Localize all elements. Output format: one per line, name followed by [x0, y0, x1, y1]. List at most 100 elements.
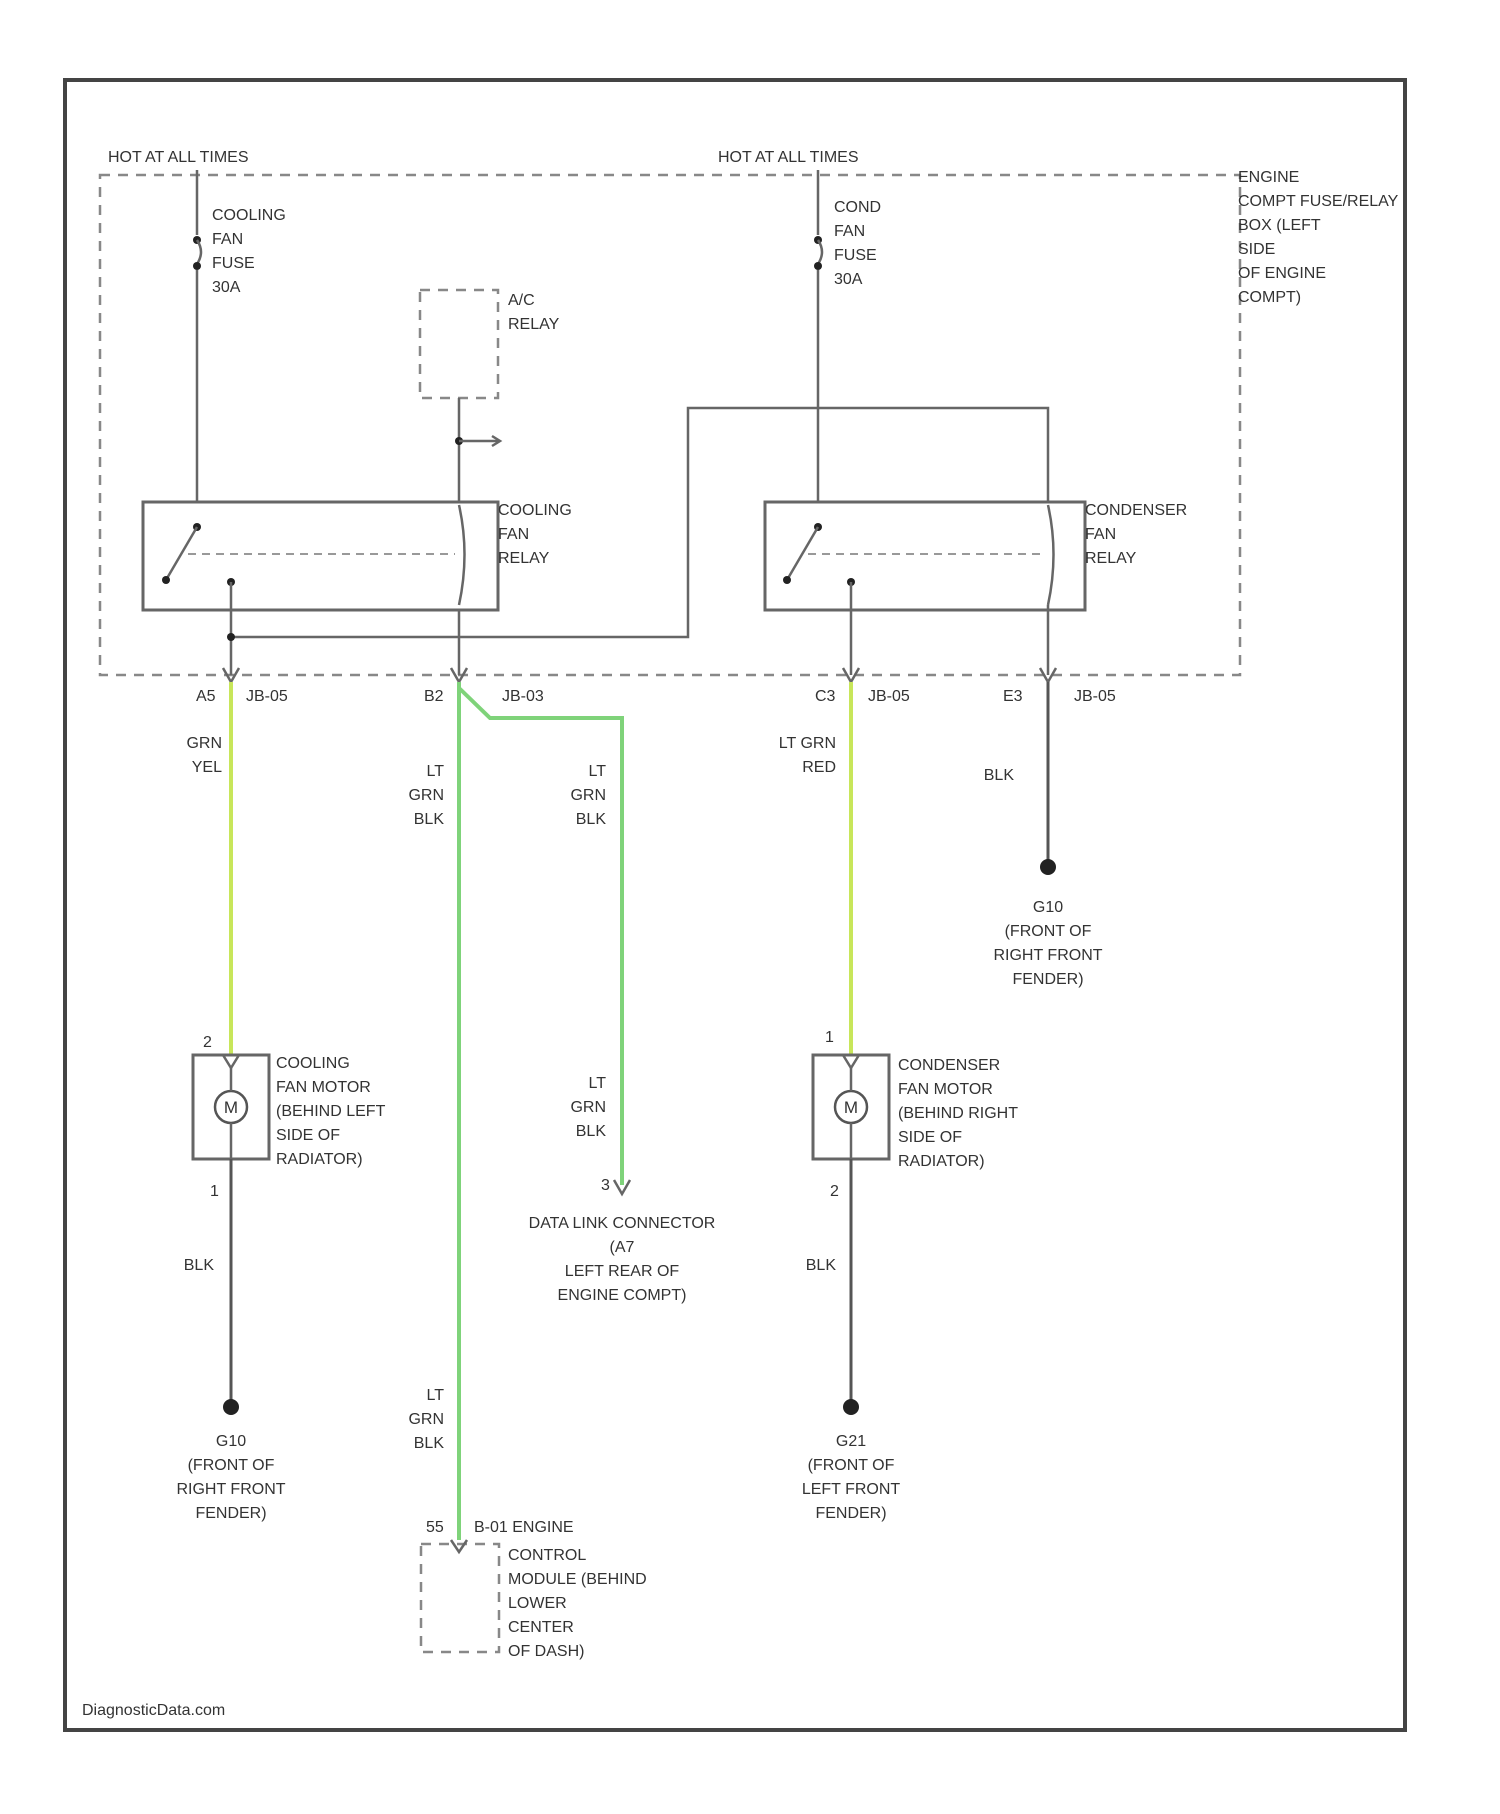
wire-ecm-color-label: LT GRN BLK: [408, 1387, 444, 1452]
ground-left-label: G10 (FRONT OF RIGHT FRONT FENDER): [176, 1433, 285, 1522]
svg-text:FAN: FAN: [1085, 526, 1116, 543]
svg-text:COMPT FUSE/RELAY: COMPT FUSE/RELAY: [1238, 193, 1399, 210]
dlc-label: DATA LINK CONNECTOR (A7 LEFT REAR OF ENG…: [529, 1215, 716, 1304]
svg-text:LT GRN: LT GRN: [779, 735, 836, 752]
svg-text:BLK: BLK: [414, 811, 445, 828]
svg-text:FUSE: FUSE: [212, 255, 255, 272]
svg-text:BLK: BLK: [414, 1435, 445, 1452]
svg-text:FENDER): FENDER): [1012, 971, 1083, 988]
cooling-fan-motor-label: COOLING FAN MOTOR (BEHIND LEFT SIDE OF R…: [276, 1055, 386, 1168]
svg-text:COOLING: COOLING: [212, 207, 286, 224]
connector-e3-id: JB-05: [1074, 688, 1116, 705]
svg-text:A/C: A/C: [508, 292, 535, 309]
svg-text:FAN MOTOR: FAN MOTOR: [276, 1079, 371, 1096]
svg-text:GRN: GRN: [186, 735, 222, 752]
svg-text:MODULE (BEHIND: MODULE (BEHIND: [508, 1571, 647, 1588]
svg-text:LEFT FRONT: LEFT FRONT: [802, 1481, 901, 1498]
wire-condenser-motor-color-label: BLK: [806, 1257, 837, 1274]
svg-text:(BEHIND LEFT: (BEHIND LEFT: [276, 1103, 386, 1120]
hot-at-all-times-right: HOT AT ALL TIMES: [718, 149, 859, 166]
svg-text:OF ENGINE: OF ENGINE: [1238, 265, 1326, 282]
condenser-motor-pin-top: 1: [825, 1029, 834, 1046]
connector-c3-pin: C3: [815, 688, 836, 705]
connector-b2-id: JB-03: [502, 688, 544, 705]
svg-text:OF DASH): OF DASH): [508, 1643, 584, 1660]
condenser-fan-relay-label: CONDENSER FAN RELAY: [1085, 502, 1187, 567]
svg-text:COOLING: COOLING: [498, 502, 572, 519]
connector-e3-pin: E3: [1003, 688, 1023, 705]
watermark: DiagnosticData.com: [82, 1702, 225, 1719]
cooling-motor-pin-top: 2: [203, 1034, 212, 1051]
svg-text:CENTER: CENTER: [508, 1619, 574, 1636]
svg-text:GRN: GRN: [570, 787, 606, 804]
svg-text:CONDENSER: CONDENSER: [898, 1057, 1000, 1074]
svg-text:LOWER: LOWER: [508, 1595, 567, 1612]
svg-text:M: M: [224, 1098, 238, 1117]
wire-dlc-color-label: LT GRN BLK: [570, 1075, 606, 1140]
svg-text:(FRONT OF: (FRONT OF: [188, 1457, 275, 1474]
svg-text:GRN: GRN: [570, 1099, 606, 1116]
svg-text:BOX (LEFT: BOX (LEFT: [1238, 217, 1321, 234]
condenser-fan-motor-label: CONDENSER FAN MOTOR (BEHIND RIGHT SIDE O…: [898, 1057, 1018, 1170]
connector-a5-pin: A5: [196, 688, 216, 705]
svg-text:SIDE OF: SIDE OF: [276, 1127, 340, 1144]
condenser-fan-relay-box: [765, 502, 1085, 610]
svg-text:(BEHIND RIGHT: (BEHIND RIGHT: [898, 1105, 1018, 1122]
svg-text:LEFT REAR OF: LEFT REAR OF: [565, 1263, 680, 1280]
svg-text:COOLING: COOLING: [276, 1055, 350, 1072]
ecm-pin: 55: [426, 1519, 444, 1536]
svg-text:RIGHT FRONT: RIGHT FRONT: [993, 947, 1102, 964]
connector-a5-id: JB-05: [246, 688, 288, 705]
svg-text:COMPT): COMPT): [1238, 289, 1301, 306]
ac-relay-box: [420, 290, 498, 398]
svg-text:RELAY: RELAY: [1085, 550, 1137, 567]
cooling-fan-fuse-label: COOLING FAN FUSE 30A: [212, 207, 286, 296]
svg-text:30A: 30A: [834, 271, 863, 288]
condenser-motor-pin-bottom: 2: [830, 1183, 839, 1200]
svg-text:CONDENSER: CONDENSER: [1085, 502, 1187, 519]
cooling-motor-pin-bottom: 1: [210, 1183, 219, 1200]
ground-e3-icon: [1040, 859, 1056, 875]
svg-text:30A: 30A: [212, 279, 241, 296]
cooling-fan-relay-box: [143, 502, 498, 610]
svg-text:FUSE: FUSE: [834, 247, 877, 264]
connector-c3-id: JB-05: [868, 688, 910, 705]
wire-a5-color-label: GRN YEL: [186, 735, 222, 776]
svg-text:(FRONT OF: (FRONT OF: [1005, 923, 1092, 940]
svg-text:G10: G10: [1033, 899, 1063, 916]
svg-text:RED: RED: [802, 759, 836, 776]
svg-text:LT: LT: [589, 763, 607, 780]
svg-text:G21: G21: [836, 1433, 866, 1450]
wire-cooling-motor-color-label: BLK: [184, 1257, 215, 1274]
svg-text:RELAY: RELAY: [508, 316, 560, 333]
ground-e3-label: G10 (FRONT OF RIGHT FRONT FENDER): [993, 899, 1102, 988]
ecm-box: [421, 1544, 499, 1652]
ground-left-icon: [223, 1399, 239, 1415]
cond-fan-fuse-label: COND FAN FUSE 30A: [834, 199, 881, 288]
svg-text:COND: COND: [834, 199, 881, 216]
svg-text:FAN MOTOR: FAN MOTOR: [898, 1081, 993, 1098]
svg-text:LT: LT: [427, 763, 445, 780]
svg-text:RIGHT FRONT: RIGHT FRONT: [176, 1481, 285, 1498]
svg-text:RELAY: RELAY: [498, 550, 550, 567]
svg-text:FENDER): FENDER): [195, 1505, 266, 1522]
ac-relay-label: A/C RELAY: [508, 292, 560, 333]
wire-b2-color-label: LT GRN BLK: [408, 763, 444, 828]
wire-e3-color-label: BLK: [984, 767, 1015, 784]
svg-text:RADIATOR): RADIATOR): [898, 1153, 985, 1170]
svg-text:RADIATOR): RADIATOR): [276, 1151, 363, 1168]
svg-text:M: M: [844, 1098, 858, 1117]
svg-text:YEL: YEL: [192, 759, 222, 776]
svg-text:ENGINE COMPT): ENGINE COMPT): [558, 1287, 687, 1304]
svg-text:LT: LT: [427, 1387, 445, 1404]
svg-text:SIDE OF: SIDE OF: [898, 1129, 962, 1146]
svg-text:BLK: BLK: [576, 811, 607, 828]
svg-text:ENGINE: ENGINE: [1238, 169, 1299, 186]
ecm-label: B-01 ENGINE CONTROL MODULE (BEHIND LOWER…: [474, 1519, 647, 1660]
wire-c3-color-label: LT GRN RED: [779, 735, 836, 776]
svg-text:CONTROL: CONTROL: [508, 1547, 586, 1564]
svg-text:BLK: BLK: [576, 1123, 607, 1140]
svg-text:FAN: FAN: [212, 231, 243, 248]
ground-right-label: G21 (FRONT OF LEFT FRONT FENDER): [802, 1433, 901, 1522]
